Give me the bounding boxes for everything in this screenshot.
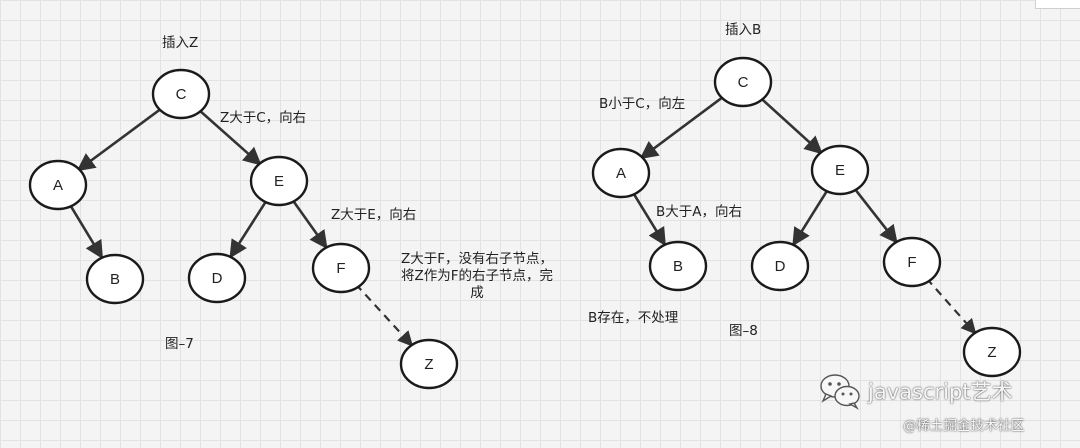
node-label: D xyxy=(212,270,223,287)
diagram1-title: 插入Z xyxy=(162,35,199,51)
node-circle xyxy=(249,155,309,207)
node-circle xyxy=(311,242,371,294)
tree-node-d: D xyxy=(750,240,810,292)
diagram1-note-z-gt-f: Z大于F，没有右子节点， 将Z作为F的右子节点，完 成 xyxy=(394,251,560,302)
diagram2-note-b-exists: B存在，不处理 xyxy=(588,310,679,326)
node-label: B xyxy=(110,271,120,288)
node-label: C xyxy=(738,74,749,91)
watermark-subtitle: @稀土掘金技术社区 xyxy=(903,418,1025,434)
node-circle xyxy=(750,240,810,292)
node-circle xyxy=(85,253,145,305)
diagram2-caption: 图–8 xyxy=(729,323,758,339)
corner-panel xyxy=(1035,0,1080,9)
node-label: A xyxy=(616,165,626,182)
node-circle xyxy=(187,252,247,304)
edge-c-a xyxy=(76,106,165,172)
node-circle xyxy=(591,147,651,199)
note-line: Z大于F，没有右子节点， xyxy=(400,251,553,267)
node-circle xyxy=(810,144,870,196)
node-label: C xyxy=(176,86,187,103)
edge-f-z xyxy=(925,277,977,335)
tree-node-d: D xyxy=(187,252,247,304)
diagram2-title: 插入B xyxy=(725,22,762,38)
edges-layer xyxy=(68,94,977,347)
wechat-icon xyxy=(820,374,860,410)
node-label: E xyxy=(835,162,845,179)
tree-node-z: Z xyxy=(962,326,1022,378)
edge-c-e xyxy=(758,95,823,155)
edge-e-f xyxy=(852,186,898,244)
node-label: D xyxy=(775,258,786,275)
edge-c-a xyxy=(639,94,727,160)
node-label: E xyxy=(274,173,284,190)
edge-e-d xyxy=(229,198,269,259)
tree-node-e: E xyxy=(810,144,870,196)
node-label: Z xyxy=(424,356,433,373)
node-circle xyxy=(151,68,211,120)
edge-c-e xyxy=(196,107,262,166)
node-label: A xyxy=(53,177,63,194)
diagram1-caption: 图–7 xyxy=(165,336,194,352)
tree-node-f: F xyxy=(311,242,371,294)
edge-a-b xyxy=(68,203,104,260)
diagram2-note-b-lt-c: B小于C，向左 xyxy=(599,96,686,112)
node-label: F xyxy=(907,254,916,271)
nodes-layer: C A E B D F Z C A E B D F Z xyxy=(28,56,1022,390)
tree-node-b: B xyxy=(85,253,145,305)
node-label: F xyxy=(336,260,345,277)
note-line: 成 xyxy=(470,285,484,301)
node-circle xyxy=(28,159,88,211)
node-circle xyxy=(648,240,708,292)
tree-node-f: F xyxy=(882,236,942,288)
tree-node-a: A xyxy=(28,159,88,211)
tree-node-z: Z xyxy=(399,338,459,390)
edge-a-b xyxy=(631,191,667,247)
tree-node-b: B xyxy=(648,240,708,292)
watermark-title: javascript艺术 xyxy=(868,380,1013,404)
node-circle xyxy=(882,236,942,288)
edge-e-d xyxy=(792,187,830,247)
node-label: Z xyxy=(987,344,996,361)
diagram1-note-z-gt-c: Z大于C，向右 xyxy=(220,110,307,126)
note-line: 将Z作为F的右子节点，完 xyxy=(400,268,553,284)
tree-node-c: C xyxy=(713,56,773,108)
tree-node-a: A xyxy=(591,147,651,199)
node-circle xyxy=(713,56,773,108)
node-circle xyxy=(399,338,459,390)
tree-node-c: C xyxy=(151,68,211,120)
diagram1-note-z-gt-e: Z大于E，向右 xyxy=(331,207,417,223)
edge-e-f xyxy=(290,198,328,250)
tree-node-e: E xyxy=(249,155,309,207)
diagram2-note-b-gt-a: B大于A，向右 xyxy=(656,204,742,220)
node-circle xyxy=(962,326,1022,378)
node-label: B xyxy=(673,258,683,275)
